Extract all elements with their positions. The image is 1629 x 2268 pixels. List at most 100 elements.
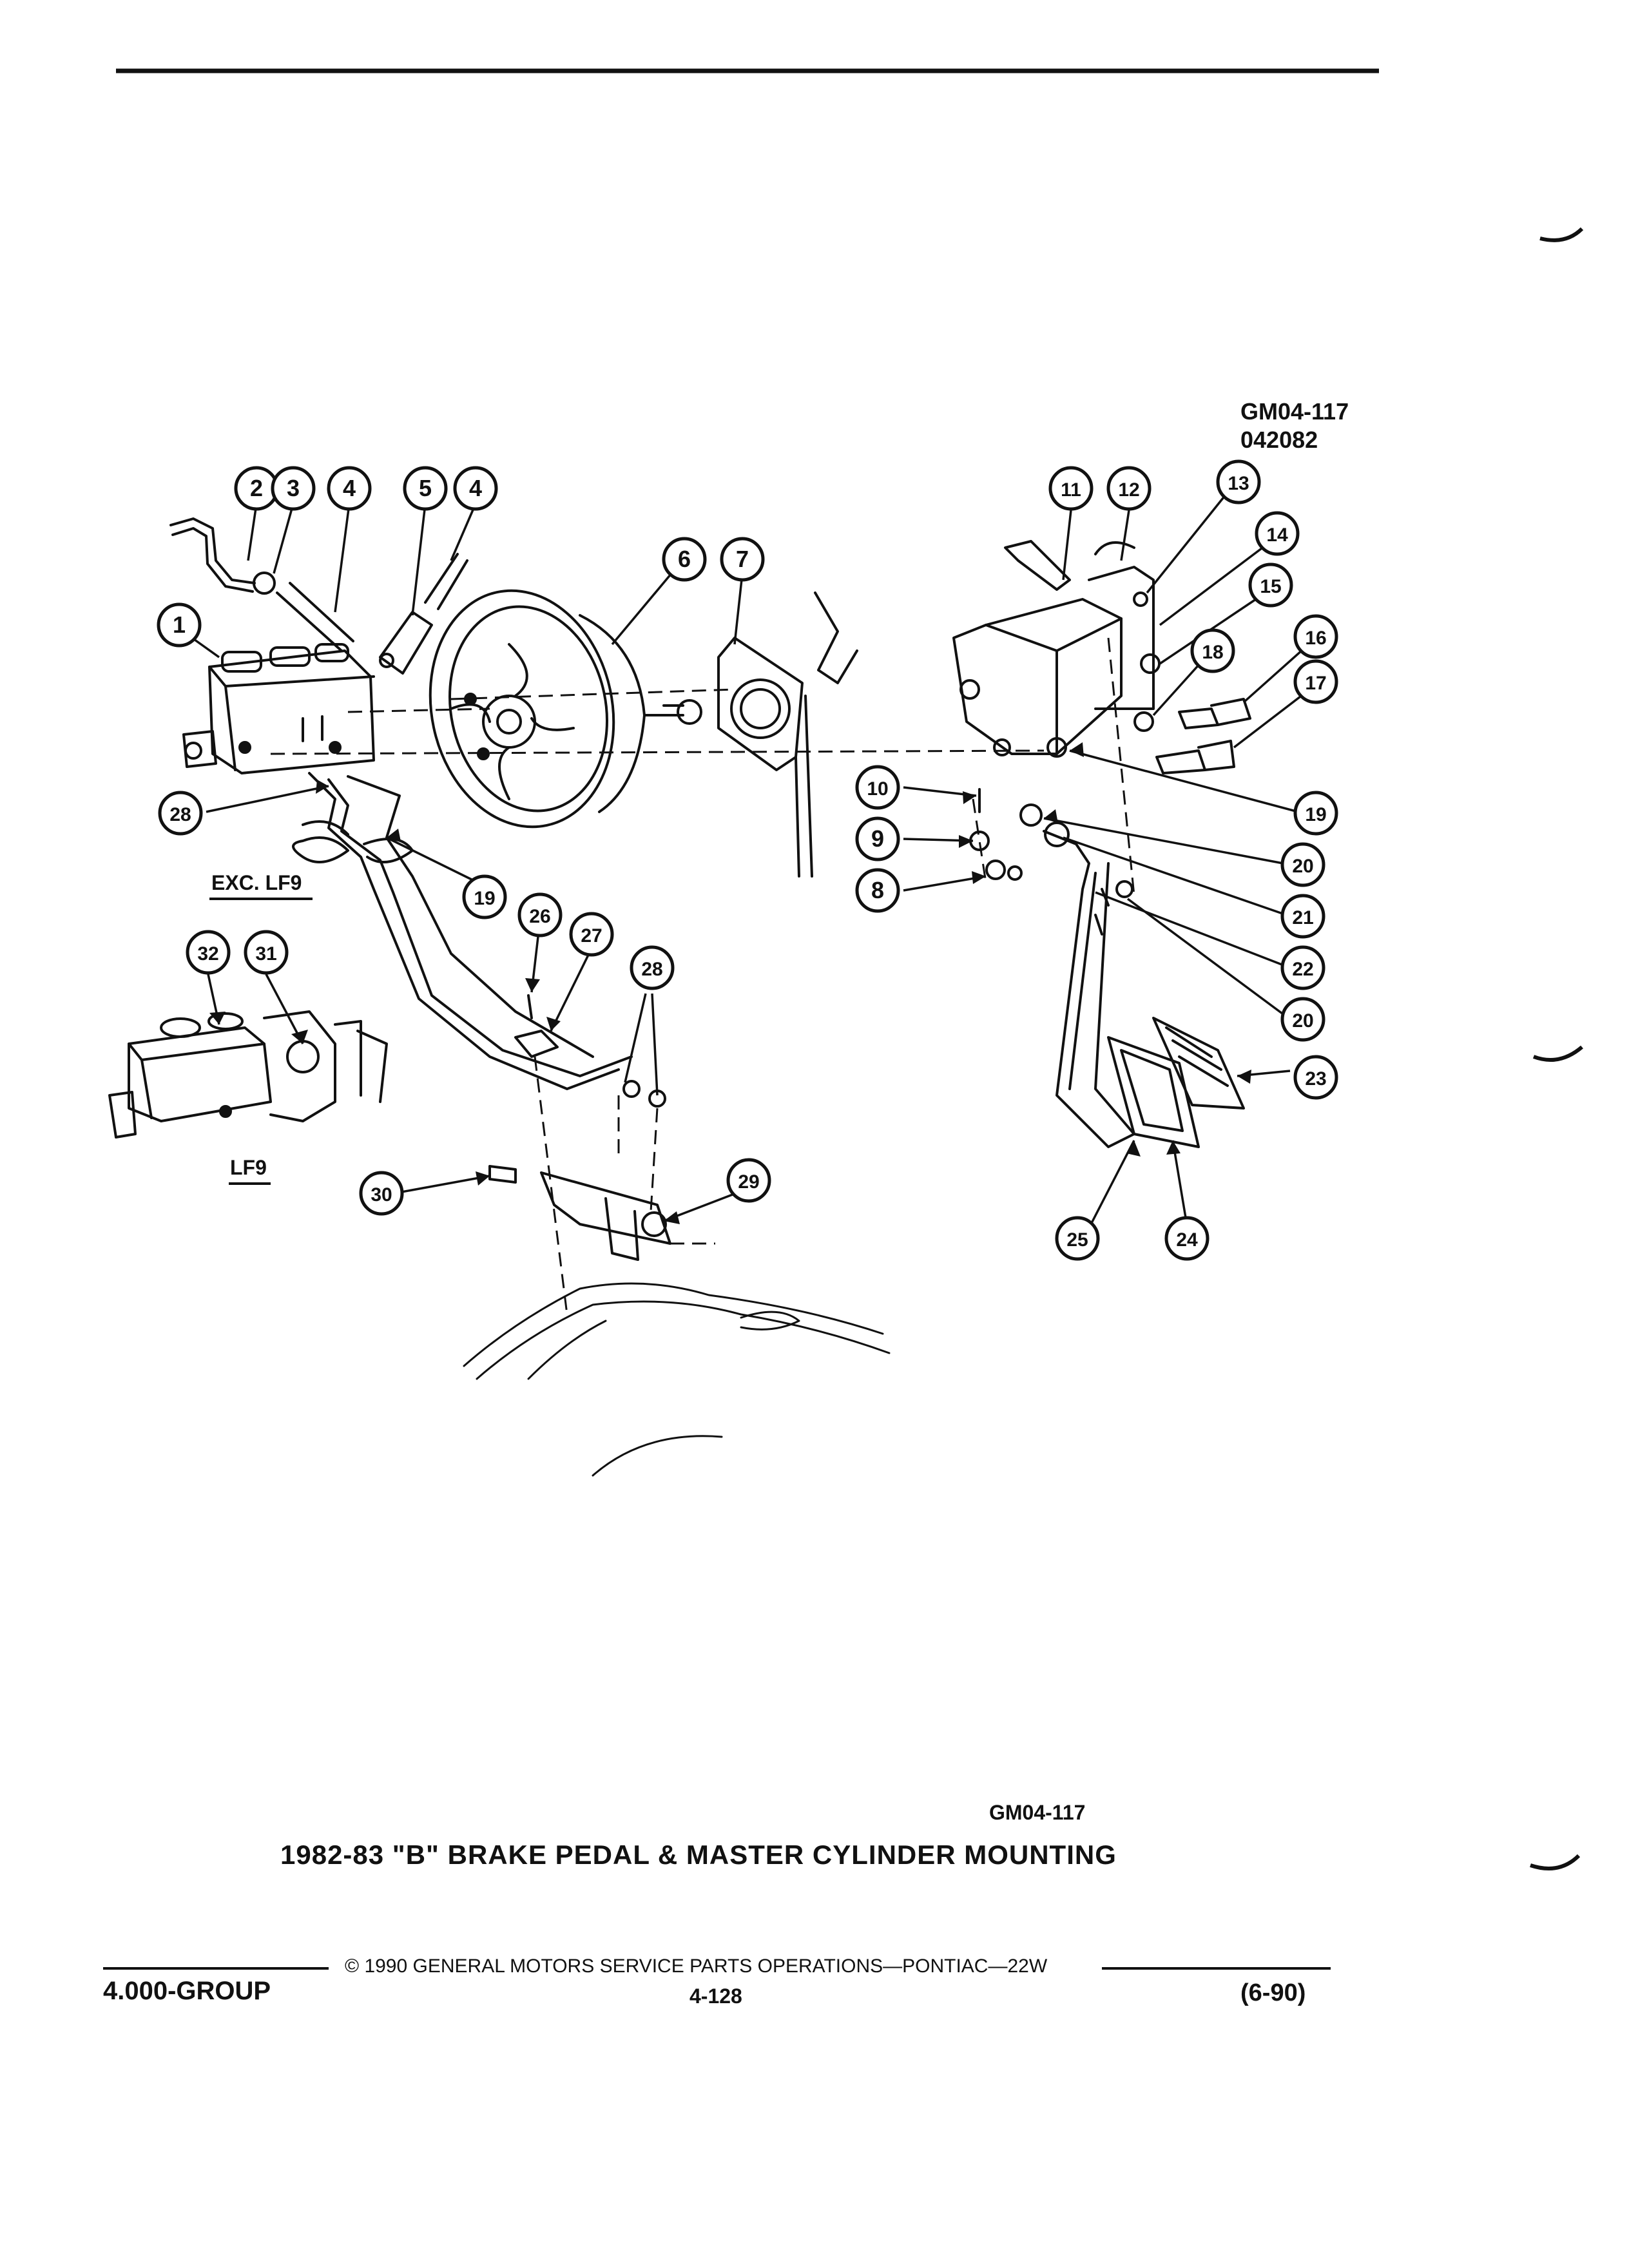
callout-32: 32 [186, 930, 231, 975]
pedal-pad [1107, 1036, 1200, 1148]
callout-number: 11 [1061, 479, 1081, 501]
callout-number: 4 [469, 475, 482, 501]
callout-28: 28 [630, 945, 675, 990]
filter [379, 611, 433, 675]
callout-29: 29 [726, 1158, 771, 1203]
callout-22: 22 [1280, 945, 1325, 990]
exc-lf9-label: EXC. LF9 [211, 871, 302, 894]
master-cylinder [182, 643, 375, 774]
pedal-pad-cover [1152, 1017, 1245, 1110]
callout-number: 9 [871, 825, 884, 852]
callout-2: 2 [234, 466, 279, 511]
callout-number: 25 [1066, 1229, 1088, 1251]
callout-3: 3 [271, 466, 316, 511]
figure-code: GM04-117 [1240, 398, 1349, 425]
brake-lines [308, 772, 620, 1090]
dash-gasket [717, 591, 858, 878]
callout-number: 29 [738, 1171, 759, 1193]
callout-number: 32 [197, 943, 218, 965]
callout-7: 7 [720, 537, 765, 582]
callout-number: 14 [1266, 524, 1288, 546]
callout-4: 4 [453, 466, 498, 511]
callout-24: 24 [1164, 1216, 1210, 1261]
callout-19: 19 [1293, 791, 1338, 836]
caption-title: 1982-83 "B" BRAKE PEDAL & MASTER CYLINDE… [280, 1840, 1117, 1870]
callout-number: 24 [1176, 1229, 1198, 1251]
lf9-label: LF9 [230, 1156, 267, 1179]
callout-number: 19 [1305, 804, 1326, 825]
callout-9: 9 [855, 816, 900, 861]
callout-16: 16 [1293, 614, 1338, 659]
callout-number: 5 [419, 475, 432, 501]
callout-1: 1 [157, 602, 202, 648]
callout-number: 16 [1305, 628, 1326, 649]
callout-17: 17 [1293, 659, 1338, 704]
callout-30: 30 [359, 1171, 404, 1216]
callout-number: 27 [581, 925, 602, 947]
callout-number: 8 [871, 877, 884, 903]
callout-number: 31 [255, 943, 276, 965]
callout-number: 20 [1292, 1010, 1313, 1032]
callout-4: 4 [327, 466, 372, 511]
fitting-nut [253, 572, 276, 595]
callout-number: 2 [250, 475, 263, 501]
grommet [276, 582, 354, 652]
lf9-master-cylinder [108, 1010, 388, 1139]
pedal-bracket [952, 540, 1155, 756]
revision-date: (6-90) [1240, 1979, 1306, 2006]
callout-6: 6 [662, 537, 707, 582]
callout-number: 26 [529, 906, 550, 927]
callout-number: 3 [287, 475, 300, 501]
stoplight-switch [1178, 698, 1251, 729]
callout-19: 19 [462, 874, 507, 919]
callout-number: 17 [1305, 673, 1326, 694]
binding-marks [1530, 227, 1584, 1870]
callout-number: 4 [343, 475, 356, 501]
callout-26: 26 [517, 892, 563, 937]
cruise-switch [1155, 740, 1235, 774]
callout-number: 12 [1118, 479, 1139, 501]
callout-number: 30 [371, 1184, 392, 1206]
callout-10: 10 [855, 765, 900, 810]
callout-11: 11 [1048, 466, 1094, 511]
washer-8 [985, 860, 1006, 880]
callout-20: 20 [1280, 997, 1325, 1042]
bracket-27 [514, 1030, 559, 1058]
group-label: 4.000-GROUP [103, 1977, 271, 2005]
callout-12: 12 [1106, 466, 1152, 511]
callout-14: 14 [1255, 511, 1300, 556]
floor-pan [463, 1282, 891, 1477]
caption-code: GM04-117 [989, 1801, 1086, 1824]
arrowheads [209, 742, 1251, 1224]
figure-date: 042082 [1240, 427, 1318, 453]
callout-13: 13 [1216, 459, 1261, 505]
callout-number: 7 [736, 546, 749, 572]
callout-31: 31 [244, 930, 289, 975]
callout-27: 27 [569, 912, 614, 957]
combination-valve [488, 1165, 671, 1261]
copyright-line: © 1990 GENERAL MOTORS SERVICE PARTS OPER… [345, 1956, 1048, 1977]
callout-number: 21 [1292, 907, 1313, 928]
brake-line-upper [169, 517, 256, 584]
callout-25: 25 [1055, 1216, 1100, 1261]
callout-8: 8 [855, 868, 900, 913]
brake-pedal [1019, 803, 1245, 1148]
callout-number: 13 [1228, 473, 1249, 494]
callout-number: 18 [1202, 642, 1223, 663]
callout-number: 10 [867, 778, 888, 800]
callout-number: 15 [1260, 576, 1281, 597]
callout-number: 6 [678, 546, 691, 572]
callout-15: 15 [1248, 562, 1293, 608]
callout-28: 28 [158, 791, 203, 836]
alignment-lines [270, 637, 1135, 1315]
callout-5: 5 [403, 466, 448, 511]
callout-number: 23 [1305, 1068, 1326, 1090]
callout-number: 1 [173, 611, 186, 638]
callout-23: 23 [1293, 1055, 1338, 1100]
power-booster [429, 589, 702, 829]
callout-21: 21 [1280, 894, 1325, 939]
callout-number: 28 [169, 804, 191, 825]
callout-number: 28 [641, 959, 662, 980]
page-number: 4-128 [689, 1984, 742, 2008]
